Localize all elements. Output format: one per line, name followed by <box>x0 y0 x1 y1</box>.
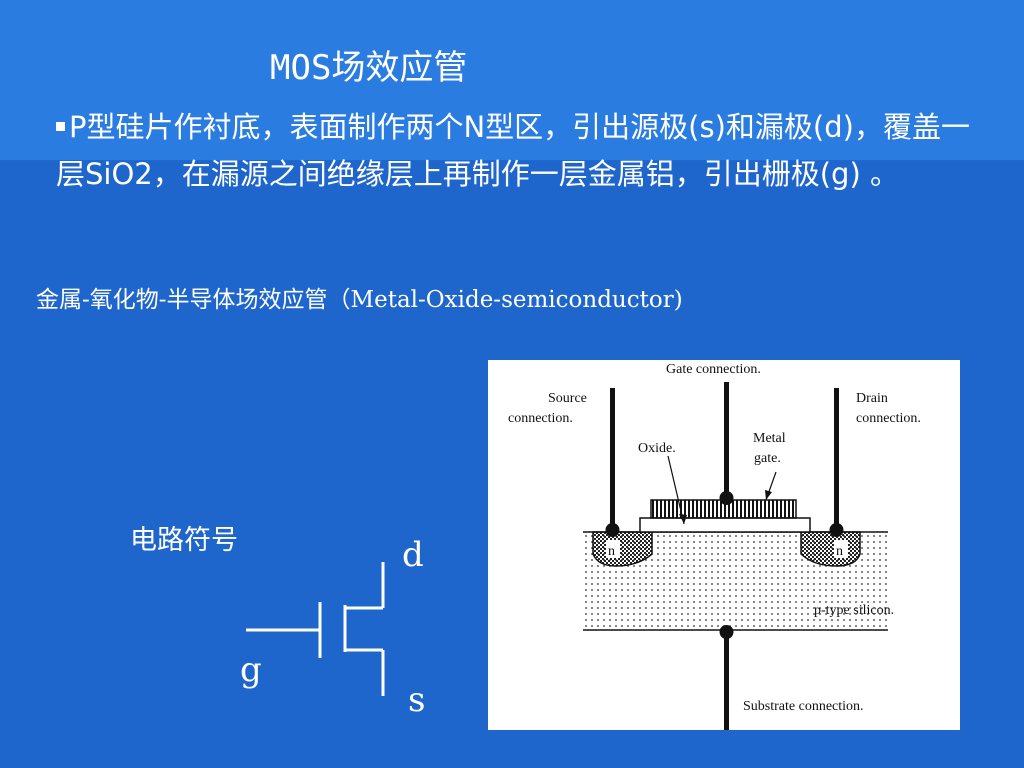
mosfet-structure-diagram: n n Gate connection. Source connection. … <box>488 360 960 730</box>
drain-label-line1: Drain <box>856 391 888 406</box>
slide-title: MOS场效应管 <box>270 48 468 88</box>
mosfet-circuit-symbol <box>246 562 385 696</box>
source-label-line1: Source <box>548 391 587 406</box>
gate-terminal-label: g <box>240 650 262 690</box>
metal-arrowhead <box>765 490 772 500</box>
drain-lead-wire <box>834 388 839 532</box>
mos-full-name: 金属-氧化物-半导体场效应管（Metal-Oxide-semiconductor… <box>36 287 683 313</box>
oxide-layer <box>639 517 811 533</box>
drain-contact <box>829 523 844 537</box>
drain-label-line2: connection. <box>856 411 921 426</box>
n-right-label: n <box>836 544 843 559</box>
drain-terminal-label: d <box>402 535 424 575</box>
description-paragraph: P型硅片作衬底，表面制作两个N型区，引出源极(s)和漏极(d)，覆盖一层SiO2… <box>56 104 976 198</box>
oxide-label: Oxide. <box>638 441 676 456</box>
description-text: P型硅片作衬底，表面制作两个N型区，引出源极(s)和漏极(d)，覆盖一层SiO2… <box>56 110 970 191</box>
gate-lead-wire <box>724 382 729 500</box>
n-region-right <box>800 531 861 567</box>
ptype-label: p-type silicon. <box>814 603 894 618</box>
source-terminal-label: s <box>408 680 426 720</box>
metal-label-line2: gate. <box>754 451 781 466</box>
oxide-arrowhead <box>679 514 687 524</box>
mosfet-structure-svg: n n Gate connection. Source connection. … <box>508 362 921 730</box>
n-left-label: n <box>608 544 615 559</box>
substrate-lead <box>724 630 729 730</box>
substrate-label: Substrate connection. <box>743 699 864 714</box>
circuit-symbol-label: 电路符号 <box>130 525 238 556</box>
gate-connection-label: Gate connection. <box>666 362 761 377</box>
metal-label-line1: Metal <box>753 431 786 446</box>
title-band <box>0 0 1024 160</box>
gate-contact <box>719 491 734 505</box>
oxide-pointer <box>667 455 685 525</box>
source-lead <box>610 388 615 532</box>
source-contact <box>605 523 620 537</box>
substrate-contact <box>719 625 734 639</box>
source-label-line2: connection. <box>508 411 573 426</box>
bullet-icon <box>56 121 65 131</box>
